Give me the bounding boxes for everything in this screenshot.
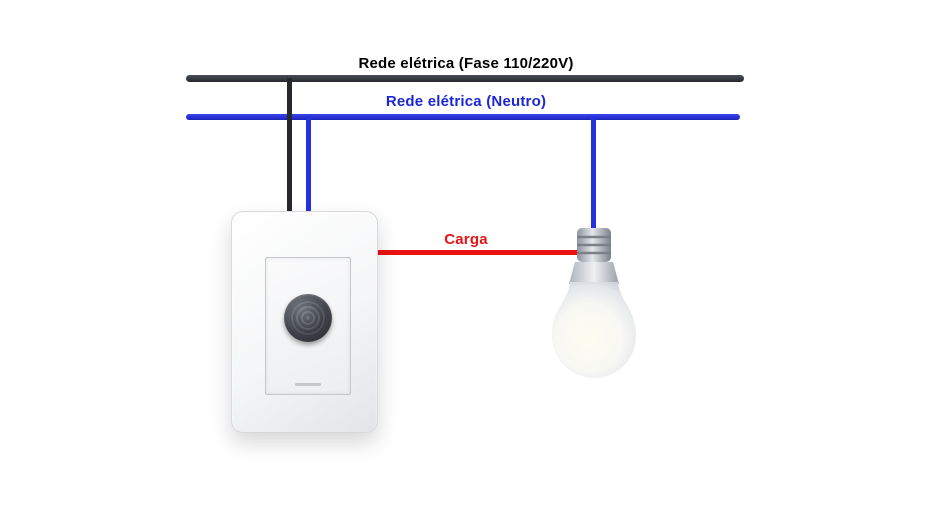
brand-mark [295,383,321,386]
light-bulb-icon [552,228,636,378]
load-label: Carga [444,231,488,248]
neutral-wire [186,114,740,120]
neutral-drop-wire-switch [306,116,311,220]
phase-drop-wire [287,78,292,220]
neutral-drop-wire-bulb [591,116,596,242]
bulb-glass [552,282,636,378]
pir-sensor-icon [284,293,332,342]
bulb-screw-threads [577,235,611,255]
load-wire [376,250,581,255]
switch-module [265,257,351,395]
motion-sensor-switch [231,211,378,433]
phase-label: Rede elétrica (Fase 110/220V) [358,55,574,72]
phase-wire [186,75,744,82]
neutral-label: Rede elétrica (Neutro) [385,93,547,110]
bulb-collar [569,262,619,284]
